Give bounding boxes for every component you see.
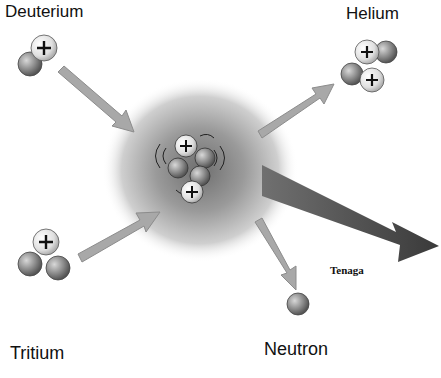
particle-label: Helium (346, 5, 399, 24)
particle-label: Tritium (10, 344, 64, 364)
energy-label: Tenaga (330, 264, 364, 276)
particle-label: Deuterium (5, 3, 83, 22)
particle-label: Neutron (264, 340, 328, 360)
